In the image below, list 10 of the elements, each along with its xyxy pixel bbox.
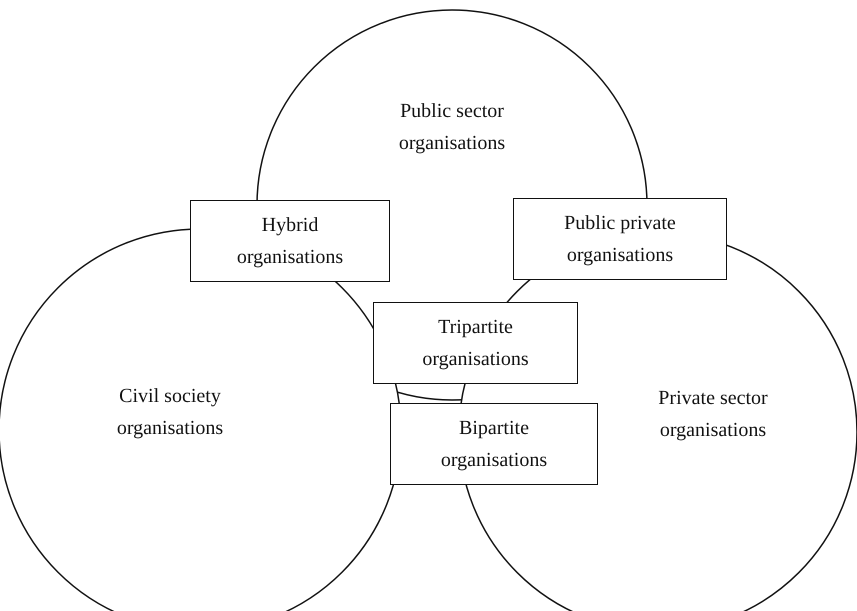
overlap-box: [513, 198, 727, 280]
overlap-box: [390, 403, 598, 485]
box-label: Public private organisations: [563, 211, 677, 268]
set-label: Civil society organisations: [116, 384, 224, 441]
box-label: Bipartite organisations: [440, 416, 548, 473]
box-label: Hybrid organisations: [236, 213, 344, 270]
set-label: Private sector organisations: [657, 386, 769, 443]
box-label: Tripartite organisations: [421, 315, 530, 372]
overlap-box: [190, 200, 390, 282]
set-label: Public sector organisations: [398, 99, 506, 156]
